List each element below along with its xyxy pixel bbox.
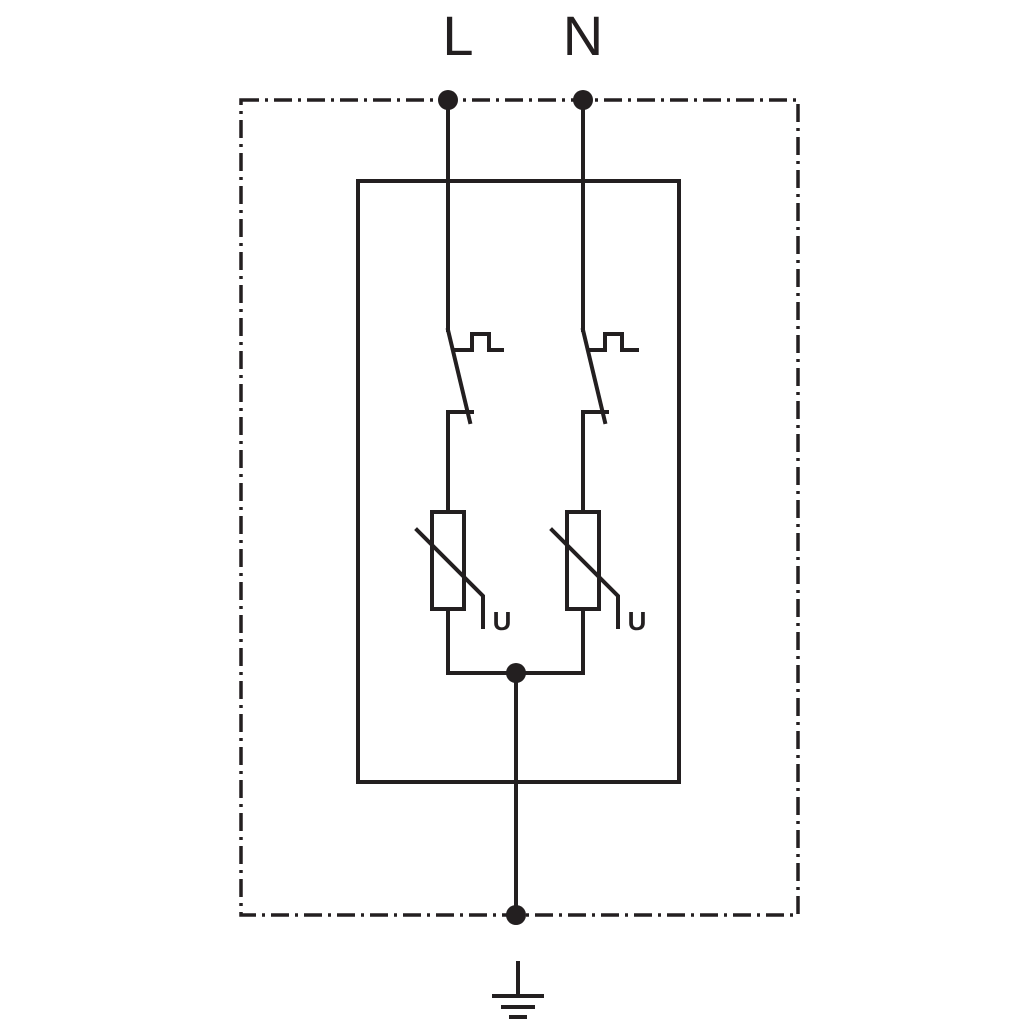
terminal-label-l: L bbox=[442, 4, 473, 67]
protection-module-box bbox=[356, 179, 681, 784]
terminal-dot-pe bbox=[506, 905, 526, 925]
terminal-dot-l bbox=[438, 90, 458, 110]
terminal-dot-n bbox=[573, 90, 593, 110]
thermal-disconnector-n bbox=[580, 327, 639, 425]
varistor-n: U bbox=[549, 510, 647, 636]
line-path: U bbox=[414, 98, 512, 675]
junction-dot bbox=[506, 663, 526, 683]
varistor-label-l: U bbox=[493, 606, 512, 636]
thermal-disconnector-l bbox=[445, 327, 504, 425]
ground-icon bbox=[492, 961, 544, 1019]
varistor-label-n: U bbox=[628, 606, 647, 636]
varistor-l: U bbox=[414, 510, 512, 636]
terminal-label-n: N bbox=[563, 4, 603, 67]
neutral-path: U bbox=[549, 98, 647, 675]
enclosure-outline bbox=[239, 98, 800, 917]
